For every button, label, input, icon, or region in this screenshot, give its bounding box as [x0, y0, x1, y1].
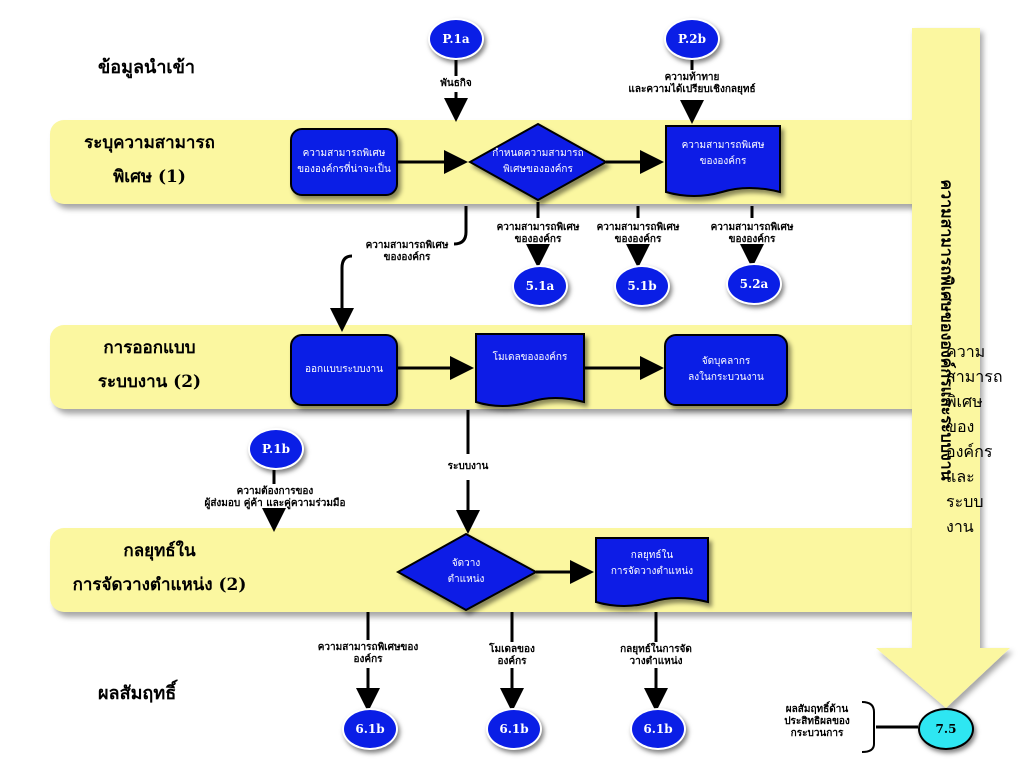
doc-core-text: ความสามารถพิเศษ ขององค์กร [681, 140, 765, 167]
section-3-line1: กลยุทธ์ใน [123, 541, 196, 561]
heading-output: ผลสัมฤทธิ์ [98, 683, 177, 704]
connector-5-1b: 5.1b [614, 265, 670, 307]
label-challenges: ความท้าทาย และความได้เปรียบเชิงกลยุทธ์ [628, 72, 756, 95]
label-out-1: ความสามารถพิเศษของ องค์กร [317, 642, 419, 665]
connector-6-1b-2: 6.1b [486, 708, 542, 750]
section-2-title: การออกแบบ ระบบงาน (2) [62, 331, 237, 399]
label-out-3: กลยุทธ์ในการจัด วางตำแหน่ง [620, 644, 692, 667]
doc-strategy-shape [595, 537, 709, 607]
label-core-left: ความสามารถพิเศษ ขององค์กร [365, 240, 449, 263]
connector-p1a: P.1a [428, 18, 484, 60]
label-results: ผลสัมฤทธิ์ด้าน ประสิทธิผลของ กระบวนการ [784, 704, 850, 739]
label-core-b: ความสามารถพิเศษ ขององค์กร [596, 222, 680, 245]
box-design-system: ออกแบบระบบงาน [290, 334, 398, 406]
section-1-line1: ระบุความสามารถ [84, 133, 215, 153]
diamond-define-text: กำหนดความสามารถ พิเศษขององค์กร [492, 148, 584, 175]
label-out-2: โมเดลของ องค์กร [489, 644, 535, 667]
doc-core-shape [665, 125, 781, 197]
connector-6-1b-1: 6.1b [342, 708, 398, 750]
label-needs: ความต้องการของ ผู้ส่งมอบ คู่ค้า และคู่คว… [204, 486, 346, 509]
diamond-position-shape [395, 532, 539, 612]
doc-strategy-text: กลยุทธ์ใน การจัดวางตำแหน่ง [610, 550, 694, 577]
section-2-line1: การออกแบบ [103, 338, 196, 358]
section-3-title: กลยุทธ์ใน การจัดวางตำแหน่ง (2) [62, 534, 257, 602]
section-1-line2: พิเศษ (1) [113, 167, 186, 187]
connector-p2b: P.2b [664, 18, 720, 60]
label-work-system: ระบบงาน [447, 461, 489, 472]
connector-p1b: P.1b [248, 428, 304, 470]
connector-5-2a: 5.2a [726, 263, 782, 305]
heading-input: ข้อมูลนำเข้า [98, 57, 195, 78]
section-3-line2: การจัดวางตำแหน่ง (2) [72, 575, 247, 595]
section-2-line2: ระบบงาน (2) [97, 372, 202, 392]
label-core-c: ความสามารถพิเศษ ขององค์กร [710, 222, 794, 245]
label-mission: พันธกิจ [440, 78, 472, 89]
label-core-a: ความสามารถพิเศษ ขององค์กร [496, 222, 580, 245]
doc-model-text: โมเดลขององค์กร [492, 352, 568, 363]
connector-5-1a: 5.1a [512, 265, 568, 307]
connector-7-5: 7.5 [918, 708, 974, 750]
box-assign-people: จัดบุคลากร ลงในกระบวนงาน [664, 334, 788, 406]
section-1-title: ระบุความสามารถ พิเศษ (1) [62, 126, 237, 194]
connector-6-1b-3: 6.1b [630, 708, 686, 750]
diamond-define-shape [467, 122, 609, 202]
doc-model-shape [475, 333, 585, 407]
diamond-position-text: จัดวาง ตำแหน่ง [447, 558, 485, 585]
box-core-needed: ความสามารถพิเศษ ขององค์กรที่น่าจะเป็น [290, 128, 398, 196]
